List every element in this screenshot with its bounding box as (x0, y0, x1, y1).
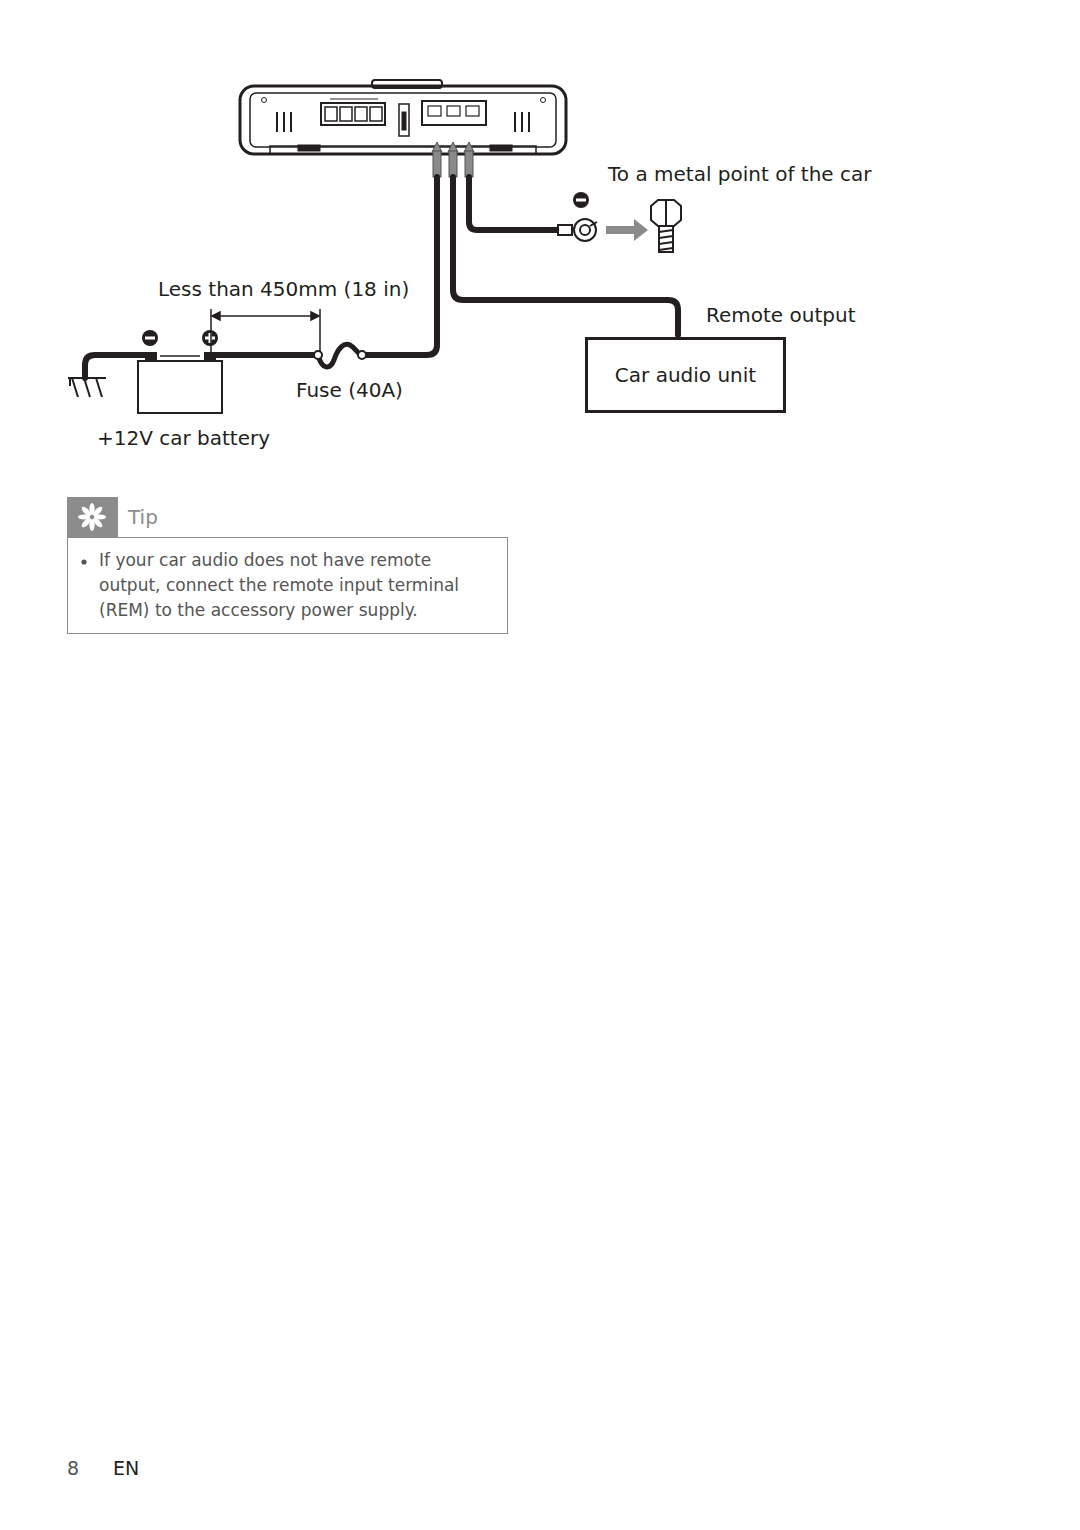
bullet (80, 558, 88, 566)
bolt (651, 200, 681, 252)
power-wire (214, 352, 318, 358)
callout-label: To a metal point of the car (608, 162, 871, 186)
callout-label: Fuse (40A) (296, 378, 403, 402)
ground-symbol (68, 378, 106, 397)
device-label: Car audio unit (615, 363, 756, 387)
amplifier (240, 80, 566, 154)
battery-label: +12V car battery (97, 426, 270, 450)
page-number: 8 (67, 1456, 79, 1480)
ring-terminal (558, 219, 597, 241)
tip-text: If your car audio does not have remote o… (99, 548, 497, 623)
callout-label: Remote output (706, 303, 856, 327)
tip-body: If your car audio does not have remote o… (67, 537, 508, 634)
tip-icon (67, 497, 118, 537)
remote-wire (453, 177, 678, 335)
polarity-sign (142, 192, 589, 346)
device-box: Car audio unit (585, 337, 786, 413)
tip-heading: Tip (128, 505, 158, 529)
language-code: EN (113, 1456, 139, 1480)
battery-box: +12V car battery (137, 360, 223, 414)
ground-wire (469, 177, 562, 230)
dimension-label: Less than 450mm (18 in) (158, 277, 409, 301)
dimension-line (211, 309, 320, 352)
arrow (606, 219, 648, 241)
tip-box: Tip If your car audio does not have remot… (67, 497, 508, 634)
power-wire (362, 177, 437, 355)
fuse-symbol (318, 344, 362, 367)
